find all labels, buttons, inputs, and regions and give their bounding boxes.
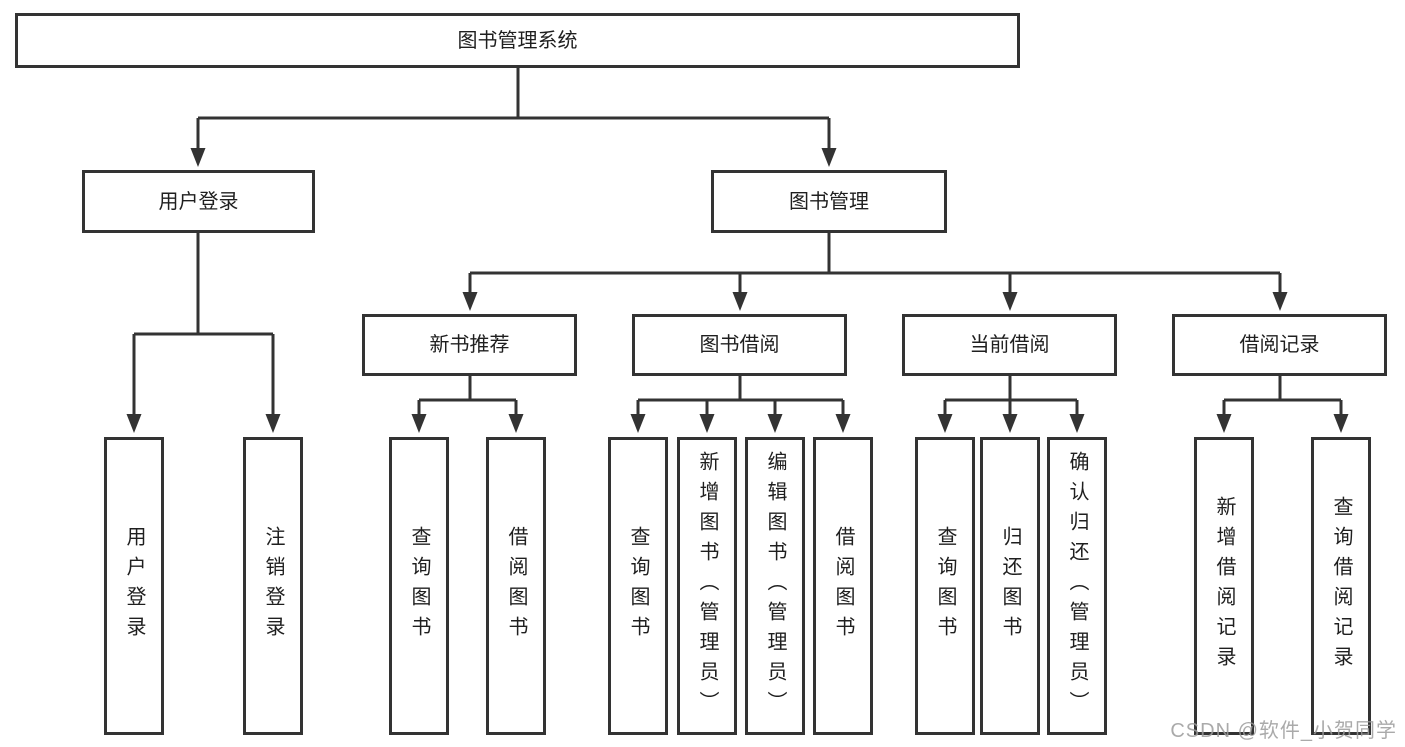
leaf-recommend-query-books: 查询图书	[389, 437, 449, 735]
leaf-current-return-books: 归还图书	[980, 437, 1040, 735]
leaf-borrow-add-books-admin: 新增图书（管理员）	[677, 437, 737, 735]
leaf-records-add-record: 新增借阅记录	[1194, 437, 1254, 735]
node-root-library-system: 图书管理系统	[15, 13, 1020, 68]
leaf-recommend-borrow-books: 借阅图书	[486, 437, 546, 735]
node-new-book-recommend: 新书推荐	[362, 314, 577, 376]
leaf-records-query-record: 查询借阅记录	[1311, 437, 1371, 735]
leaf-current-query-books: 查询图书	[915, 437, 975, 735]
node-current-borrow: 当前借阅	[902, 314, 1117, 376]
leaf-borrow-borrow-books: 借阅图书	[813, 437, 873, 735]
node-user-login: 用户登录	[82, 170, 315, 233]
leaf-borrow-query-books: 查询图书	[608, 437, 668, 735]
leaf-user-login: 用户登录	[104, 437, 164, 735]
node-book-borrow: 图书借阅	[632, 314, 847, 376]
watermark-text: CSDN @软件_小贺同学	[1170, 720, 1397, 742]
leaf-borrow-edit-books-admin: 编辑图书（管理员）	[745, 437, 805, 735]
node-borrow-records: 借阅记录	[1172, 314, 1387, 376]
arrowheads	[126, 148, 1349, 433]
node-book-management: 图书管理	[711, 170, 947, 233]
leaf-logout: 注销登录	[243, 437, 303, 735]
leaf-current-confirm-return-admin: 确认归还（管理员）	[1047, 437, 1107, 735]
